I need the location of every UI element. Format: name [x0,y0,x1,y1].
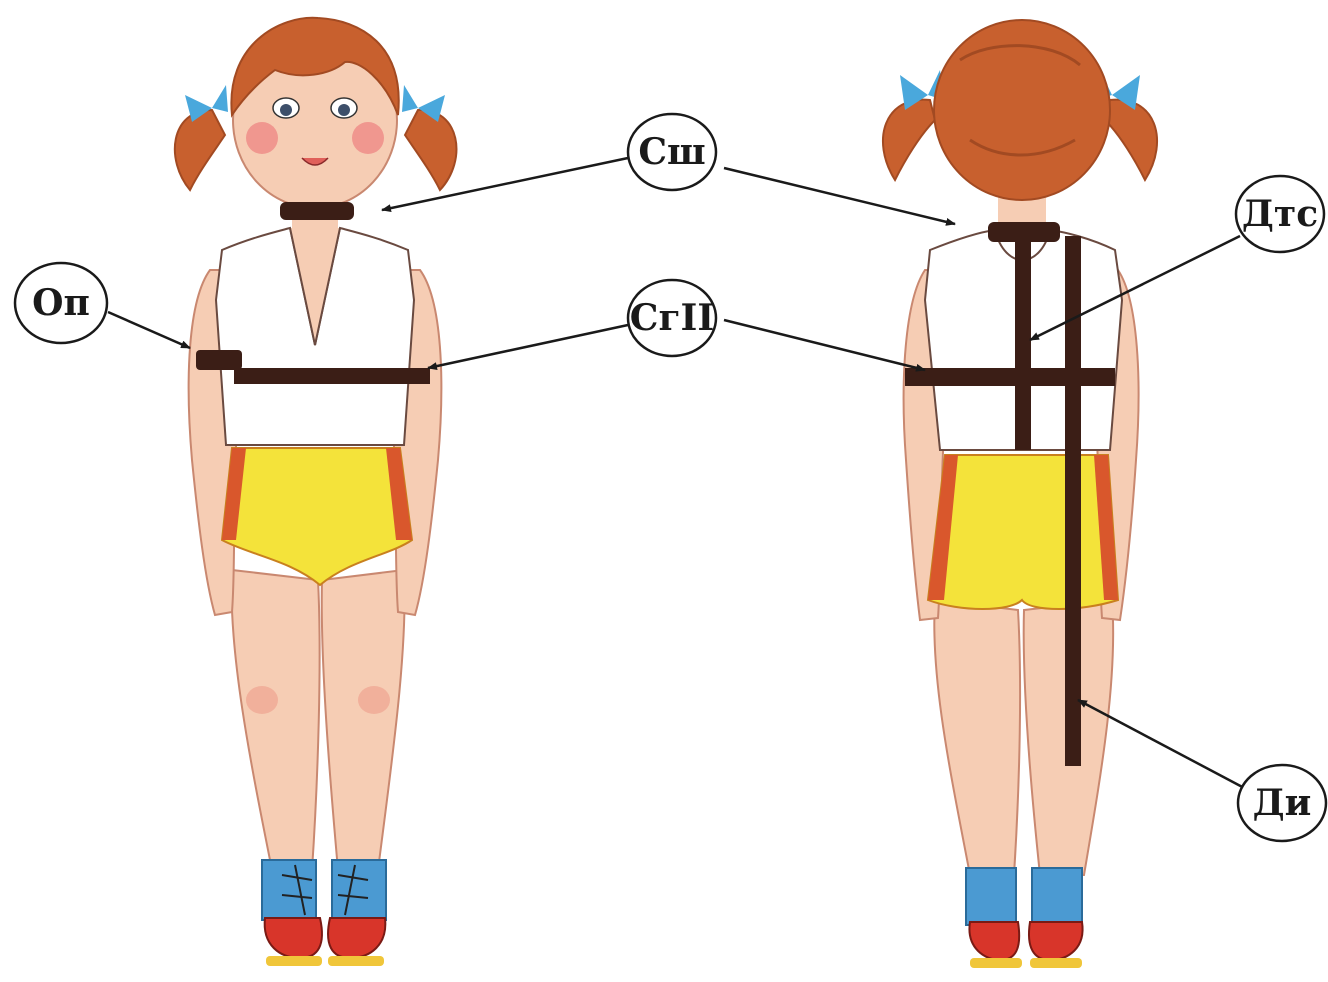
label-di-text: Ди [1253,782,1312,824]
leg-left [232,570,320,870]
shoe-left-front [265,918,322,958]
arm-tape-front [196,350,242,370]
arrow-sh-back [724,168,955,224]
label-di: Ди [1238,765,1326,841]
back-length-tape [1015,228,1031,450]
chest-tape-front [234,368,430,384]
arrow-gp-front [428,325,628,368]
girl-back-figure [883,20,1157,968]
pigtail-left [175,110,225,190]
arrow-sh-front [382,158,628,210]
label-gp-text: СгII [630,297,714,339]
neck-tape-front [280,202,354,220]
label-sh-text: Сш [638,131,705,173]
label-dts-text: Дтс [1242,193,1318,235]
label-op-text: Оп [32,282,90,324]
chest-tape-back [905,368,1115,386]
shorts-front [222,448,412,585]
label-dts: Дтс [1236,176,1324,252]
shoe-right-front [328,918,385,958]
arrow-op [108,312,190,348]
girl-front-figure [175,18,457,966]
pigtail-right [405,110,456,190]
arrow-gp-back [724,320,925,370]
shorts-back [928,455,1118,609]
label-sh: Сш [628,114,716,190]
label-op: Оп [15,263,107,343]
label-gp: СгII [628,280,716,356]
leg-right [322,570,405,870]
